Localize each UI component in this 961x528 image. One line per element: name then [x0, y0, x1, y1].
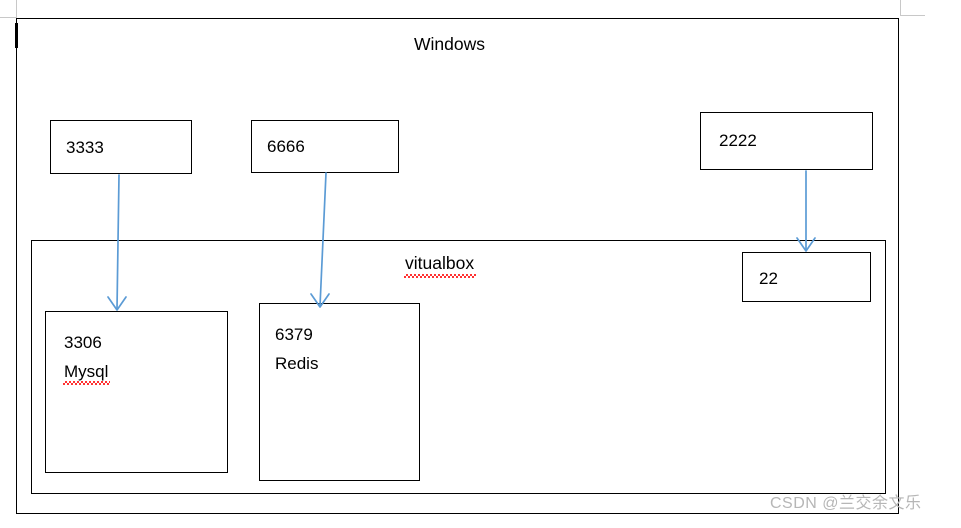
vitualbox-title: vitualbox	[403, 253, 477, 277]
vitualbox-title-text: vitualbox	[403, 253, 477, 277]
vitualbox-container	[31, 240, 886, 494]
guest-port-label-3306: 3306	[64, 333, 102, 352]
windows-title: Windows	[414, 34, 485, 54]
csdn-watermark: CSDN @兰交余文乐	[770, 495, 922, 512]
guest-service-box-ssh: 22	[742, 252, 871, 302]
host-port-box-6666: 6666	[251, 120, 399, 173]
host-port-label-6666: 6666	[267, 137, 305, 156]
guest-port-label-22: 22	[759, 269, 778, 288]
host-port-label-3333: 3333	[66, 138, 104, 157]
guest-port-label-6379: 6379	[275, 325, 313, 344]
guest-service-name-redis: Redis	[275, 354, 319, 373]
guest-service-name-mysql: Mysql	[62, 362, 111, 385]
guest-service-name-mysql-text: Mysql	[62, 362, 111, 385]
guest-service-box-redis: 6379 Redis	[259, 303, 420, 481]
host-port-box-2222: 2222	[700, 112, 873, 170]
page-margin-mark-top-right	[900, 0, 925, 16]
page-margin-mark-top-left	[0, 0, 17, 18]
guest-service-box-mysql: 3306 Mysql	[45, 311, 228, 473]
windows-container	[16, 18, 899, 514]
host-port-label-2222: 2222	[719, 131, 757, 150]
host-port-box-3333: 3333	[50, 120, 192, 174]
